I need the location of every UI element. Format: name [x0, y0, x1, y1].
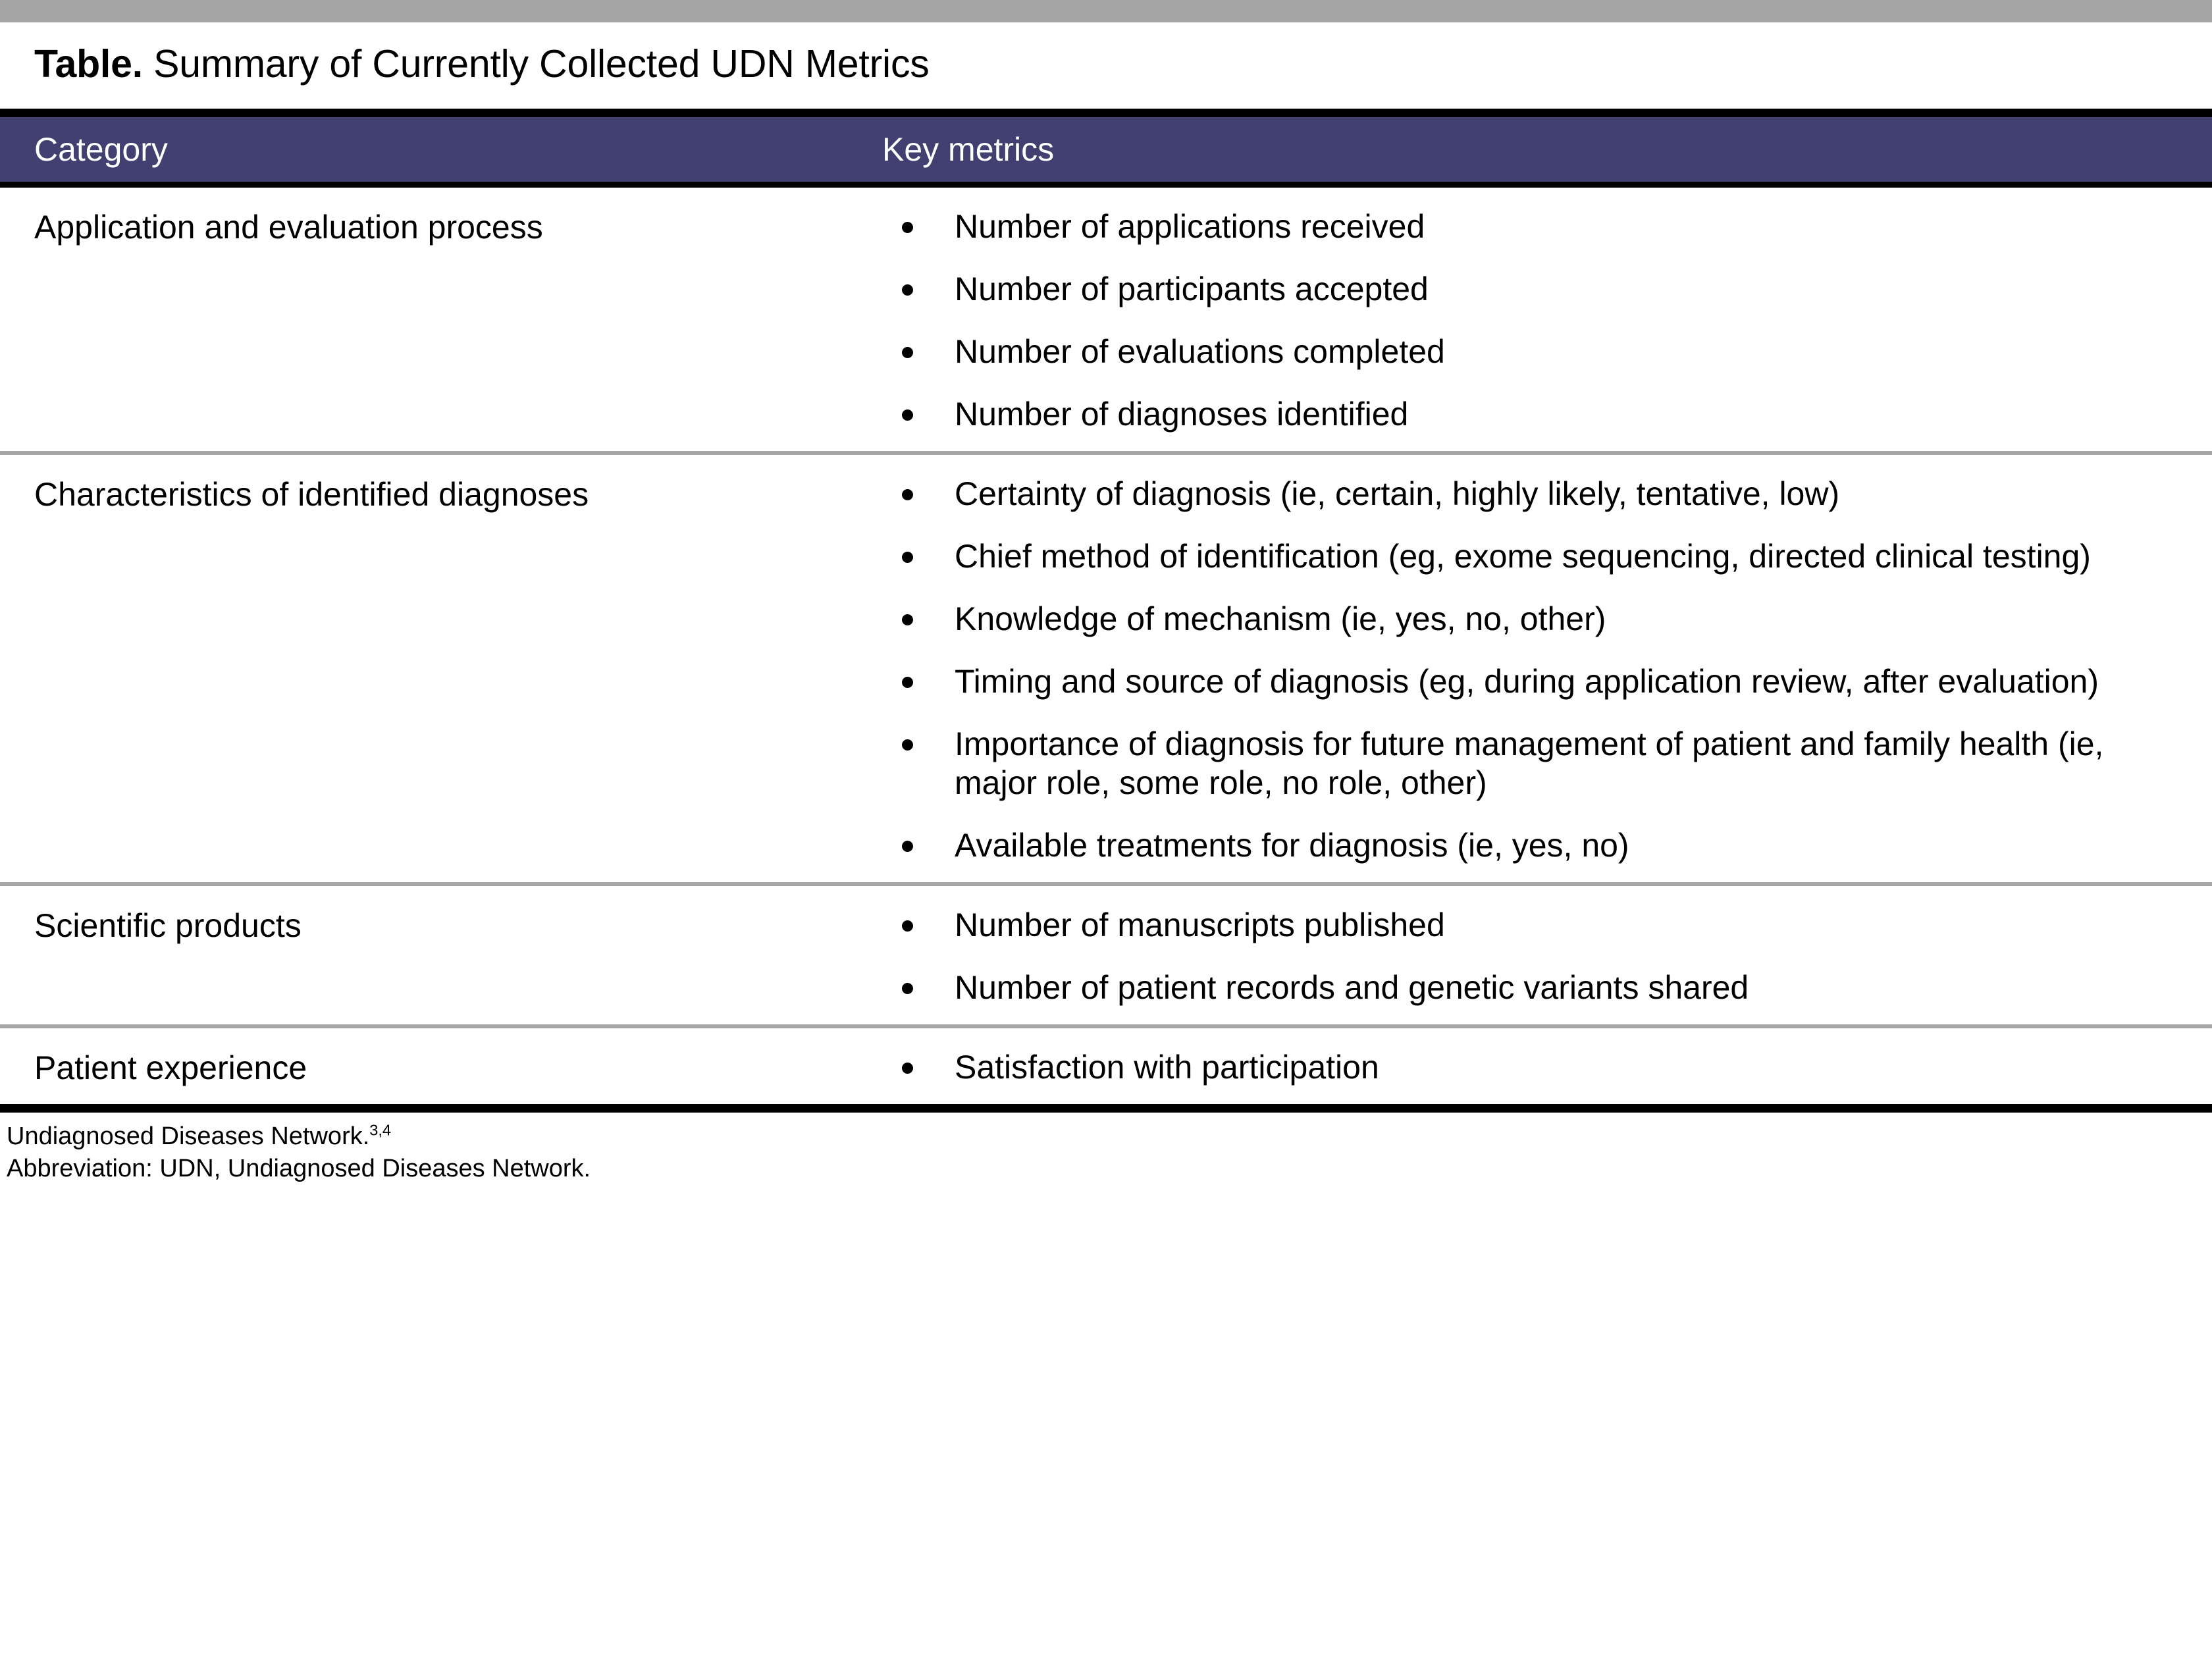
- table-column-header: Category Key metrics: [0, 117, 2212, 182]
- table-bottom-rule: [0, 1104, 2212, 1113]
- row-divider: [0, 882, 2212, 886]
- row-metrics: Number of applications received Number o…: [882, 188, 2212, 451]
- bullet-icon: [902, 409, 913, 421]
- row-divider: [0, 1024, 2212, 1028]
- row-metrics: Certainty of diagnosis (ie, certain, hig…: [882, 455, 2212, 882]
- list-item: Chief method of identification (eg, exom…: [882, 537, 2171, 576]
- row-category: Application and evaluation process: [34, 209, 543, 246]
- table-row: Characteristics of identified diagnoses …: [0, 455, 2212, 882]
- bullet-icon: [902, 1063, 913, 1074]
- list-item-text: Number of participants accepted: [955, 271, 1429, 307]
- row-divider: [0, 451, 2212, 455]
- footnotes: Undiagnosed Diseases Network.3,4 Abbrevi…: [0, 1113, 2212, 1186]
- list-item-text: Number of patient records and genetic va…: [955, 969, 1749, 1006]
- bullet-icon: [902, 739, 913, 750]
- column-header-key-metrics: Key metrics: [882, 131, 1055, 168]
- table-row: Scientific products Number of manuscript…: [0, 886, 2212, 1024]
- bullet-icon: [902, 920, 913, 932]
- list-item: Certainty of diagnosis (ie, certain, hig…: [882, 475, 2171, 514]
- row-category: Scientific products: [34, 907, 302, 944]
- header-top-rule: [0, 109, 2212, 117]
- list-item: Knowledge of mechanism (ie, yes, no, oth…: [882, 600, 2171, 639]
- list-item-text: Certainty of diagnosis (ie, certain, hig…: [955, 475, 1840, 512]
- list-item-text: Satisfaction with participation: [955, 1049, 1379, 1086]
- header-bottom-rule: [0, 182, 2212, 188]
- row-category: Patient experience: [34, 1049, 307, 1086]
- bullet-icon: [902, 983, 913, 994]
- list-item: Satisfaction with participation: [882, 1048, 2171, 1087]
- metrics-list: Certainty of diagnosis (ie, certain, hig…: [882, 475, 2171, 865]
- list-item-text: Importance of diagnosis for future manag…: [955, 725, 2104, 801]
- table-title-area: Table. Summary of Currently Collected UD…: [0, 22, 2212, 109]
- bullet-icon: [902, 489, 913, 500]
- bullet-icon: [902, 614, 913, 625]
- bullet-icon: [902, 222, 913, 233]
- top-gray-band: [0, 0, 2212, 22]
- list-item: Timing and source of diagnosis (eg, duri…: [882, 662, 2171, 701]
- list-item-text: Number of manuscripts published: [955, 907, 1445, 943]
- column-header-category: Category: [34, 131, 168, 168]
- list-item-text: Available treatments for diagnosis (ie, …: [955, 827, 1629, 864]
- row-metrics: Satisfaction with participation: [882, 1028, 2212, 1104]
- row-category: Characteristics of identified diagnoses: [34, 476, 589, 513]
- row-metrics: Number of manuscripts published Number o…: [882, 886, 2212, 1024]
- table-row: Application and evaluation process Numbe…: [0, 188, 2212, 451]
- list-item-text: Number of diagnoses identified: [955, 396, 1409, 433]
- footnote-abbreviation: Abbreviation: UDN, Undiagnosed Diseases …: [7, 1155, 591, 1183]
- list-item: Importance of diagnosis for future manag…: [882, 725, 2171, 803]
- list-item-text: Timing and source of diagnosis (eg, duri…: [955, 663, 2099, 700]
- metrics-list: Number of applications received Number o…: [882, 207, 2171, 434]
- metrics-list: Satisfaction with participation: [882, 1048, 2171, 1087]
- list-item: Number of participants accepted: [882, 270, 2171, 309]
- list-item: Number of manuscripts published: [882, 906, 2171, 945]
- bullet-icon: [902, 284, 913, 296]
- page-title: Table. Summary of Currently Collected UD…: [34, 45, 2212, 84]
- bullet-icon: [902, 677, 913, 688]
- list-item: Available treatments for diagnosis (ie, …: [882, 826, 2171, 865]
- footnote-source: Undiagnosed Diseases Network.3,4: [7, 1120, 2212, 1153]
- list-item-text: Chief method of identification (eg, exom…: [955, 538, 2091, 575]
- table-row: Patient experience Satisfaction with par…: [0, 1028, 2212, 1104]
- title-label: Table.: [34, 42, 143, 86]
- bullet-icon: [902, 552, 913, 563]
- title-rest: Summary of Currently Collected UDN Metri…: [142, 42, 930, 86]
- footnote-source-text: Undiagnosed Diseases Network.: [7, 1122, 370, 1150]
- bullet-icon: [902, 347, 913, 358]
- bullet-icon: [902, 841, 913, 852]
- footnote-refs: 3,4: [369, 1121, 392, 1139]
- list-item-text: Knowledge of mechanism (ie, yes, no, oth…: [955, 600, 1606, 637]
- list-item: Number of diagnoses identified: [882, 395, 2171, 434]
- list-item: Number of applications received: [882, 207, 2171, 246]
- list-item: Number of evaluations completed: [882, 332, 2171, 371]
- metrics-list: Number of manuscripts published Number o…: [882, 906, 2171, 1007]
- list-item-text: Number of evaluations completed: [955, 333, 1445, 370]
- list-item: Number of patient records and genetic va…: [882, 968, 2171, 1007]
- list-item-text: Number of applications received: [955, 208, 1425, 245]
